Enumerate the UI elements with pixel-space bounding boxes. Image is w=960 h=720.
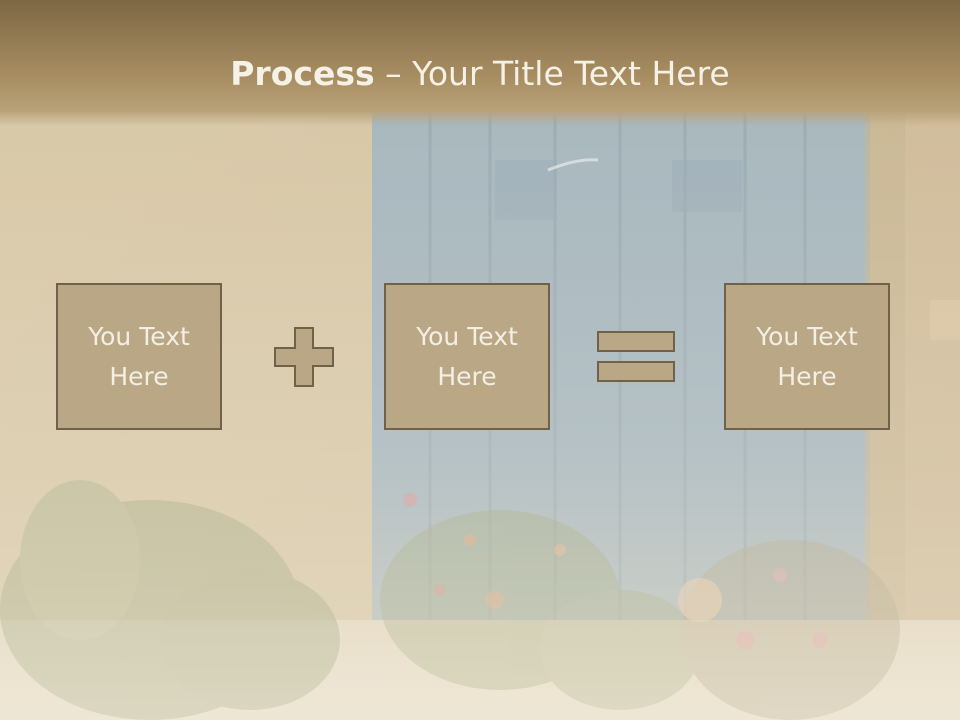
text-box-3[interactable]: You Text Here: [724, 283, 890, 430]
text-box-2[interactable]: You Text Here: [384, 283, 550, 430]
text-box-2-label: You Text Here: [416, 321, 518, 391]
text-box-3-label: You Text Here: [756, 321, 858, 391]
plus-icon: [274, 327, 334, 387]
text-box-1-label: You Text Here: [88, 321, 190, 391]
equals-icon: [597, 331, 675, 382]
title-separator: –: [374, 54, 413, 93]
title-rest: Your Title Text Here: [412, 54, 730, 93]
title-band: [0, 0, 960, 126]
title-bold-part: Process: [230, 54, 375, 93]
text-box-1[interactable]: You Text Here: [56, 283, 222, 430]
slide-title: Process – Your Title Text Here: [0, 52, 960, 96]
